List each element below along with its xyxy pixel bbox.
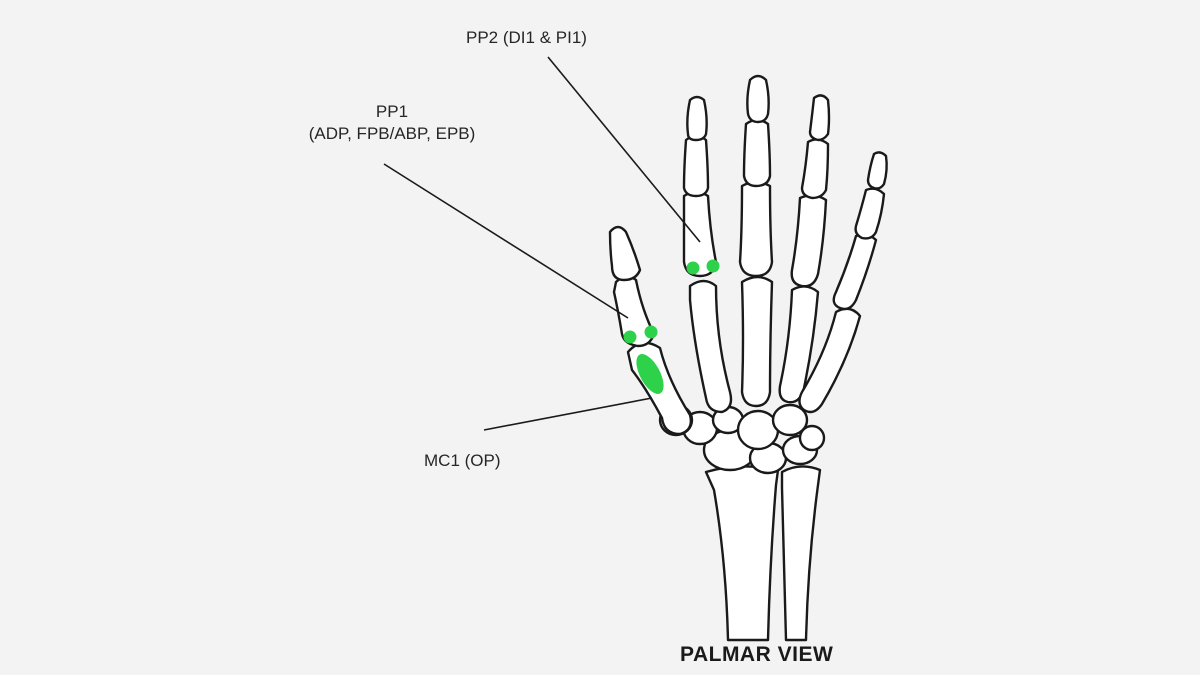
pp2-leader-line (547, 56, 701, 243)
ring-finger-bones (778, 94, 831, 404)
leader-lines (383, 56, 701, 431)
ring-middle-phalanx (800, 138, 830, 200)
middle-finger-bones (738, 74, 774, 408)
carpal-bone (771, 403, 809, 437)
ring-distal-phalanx (808, 94, 831, 142)
attachment-markers (623, 259, 720, 394)
ulna-bone (780, 465, 822, 642)
forearm-bones (704, 465, 822, 642)
index-proximal-phalanx (682, 190, 718, 278)
index-distal-phalanx (686, 95, 708, 142)
carpal-bone (736, 409, 780, 451)
pp1-leader-line (383, 163, 629, 319)
ring-metacarpal (778, 285, 820, 404)
pp1-attachment-dot (644, 325, 658, 339)
little-finger-bones (798, 151, 888, 414)
mc1-label: MC1 (OP) (424, 451, 501, 470)
little-proximal-phalanx (832, 233, 878, 311)
pp2-attachment-dot (686, 261, 700, 275)
middle-distal-phalanx (746, 74, 770, 124)
little-metacarpal (798, 307, 862, 414)
pp1-label-title: PP1 (375, 102, 409, 121)
thumb-distal-phalanx (608, 225, 642, 282)
little-middle-phalanx (854, 187, 886, 240)
pp1-label-muscles: (ADP, FPB/ABP, EPB) (308, 124, 476, 143)
middle-metacarpal (740, 275, 774, 408)
middle-middle-phalanx (742, 118, 772, 188)
mc1-attachment-area (636, 354, 664, 394)
middle-proximal-phalanx (738, 180, 774, 278)
pp1-attachment-dot (623, 330, 637, 344)
carpal-bone (798, 424, 826, 452)
index-middle-phalanx (682, 134, 710, 198)
view-title: PALMAR VIEW (680, 643, 834, 666)
pp1-label: PP1 (ADP, FPB/ABP, EPB) (298, 101, 486, 145)
mc1-leader-line (483, 397, 653, 431)
index-metacarpal (688, 279, 733, 414)
pp2-label: PP2 (DI1 & PI1) (466, 28, 587, 47)
index-finger-bones (682, 95, 733, 414)
thumb-proximal-phalanx (612, 275, 656, 348)
ring-proximal-phalanx (790, 194, 828, 288)
little-distal-phalanx (866, 151, 888, 190)
radius-bone (704, 465, 780, 642)
pp2-attachment-dot (706, 259, 720, 273)
